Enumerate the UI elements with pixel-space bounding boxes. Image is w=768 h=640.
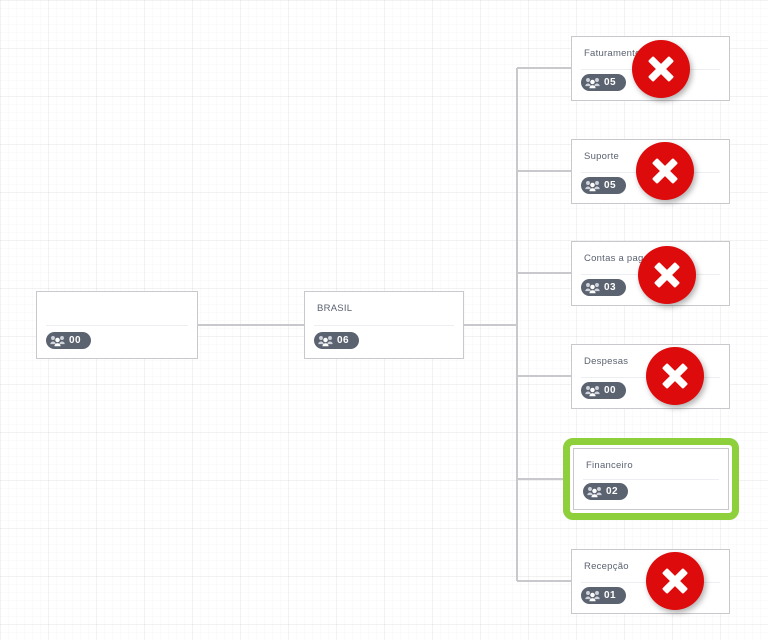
people-group-icon <box>585 282 600 293</box>
recepcao-node-member-badge[interactable]: 01 <box>581 587 626 604</box>
people-group-icon <box>318 335 333 346</box>
recepcao-node-title: Recepção <box>584 561 629 572</box>
root-node-member-count: 00 <box>69 334 81 346</box>
brasil-node-member-count: 06 <box>337 334 349 346</box>
people-group-icon <box>585 77 600 88</box>
people-group-icon <box>585 385 600 396</box>
suporte-node-title: Suporte <box>584 151 620 162</box>
despesas-node-member-badge[interactable]: 00 <box>581 382 626 399</box>
contas-a-pagar-node-member-count: 03 <box>604 281 616 293</box>
financeiro-node[interactable]: Financeiro 02 <box>573 448 729 510</box>
brasil-node[interactable]: BRASIL 06 <box>304 291 464 359</box>
faturamento-node-member-count: 05 <box>604 76 616 88</box>
faturamento-delete-x-circle-icon[interactable] <box>632 40 690 98</box>
people-group-icon <box>587 486 602 497</box>
financeiro-node-member-count: 02 <box>606 485 618 497</box>
financeiro-node-member-badge[interactable]: 02 <box>583 483 628 500</box>
faturamento-node-title: Faturamento <box>584 48 641 59</box>
node-separator <box>583 479 719 480</box>
financeiro-node-selection-highlight[interactable]: Financeiro 02 <box>563 438 739 520</box>
suporte-node-member-count: 05 <box>604 179 616 191</box>
contas-a-pagar-node-title: Contas a pagar <box>584 253 653 264</box>
despesas-delete-x-circle-icon[interactable] <box>646 347 704 405</box>
brasil-node-title: BRASIL <box>317 303 353 314</box>
financeiro-node-title: Financeiro <box>586 460 633 471</box>
root-node-member-badge[interactable]: 00 <box>46 332 91 349</box>
suporte-node-member-badge[interactable]: 05 <box>581 177 626 194</box>
node-separator <box>46 325 188 326</box>
people-group-icon <box>585 180 600 191</box>
faturamento-node-member-badge[interactable]: 05 <box>581 74 626 91</box>
recepcao-node-member-count: 01 <box>604 589 616 601</box>
node-separator <box>314 325 454 326</box>
contas-a-pagar-node-member-badge[interactable]: 03 <box>581 279 626 296</box>
brasil-node-member-badge[interactable]: 06 <box>314 332 359 349</box>
recepcao-delete-x-circle-icon[interactable] <box>646 552 704 610</box>
despesas-node-member-count: 00 <box>604 384 616 396</box>
suporte-delete-x-circle-icon[interactable] <box>636 142 694 200</box>
root-node[interactable]: 00 <box>36 291 198 359</box>
people-group-icon <box>585 590 600 601</box>
contas-a-pagar-delete-x-circle-icon[interactable] <box>638 246 696 304</box>
despesas-node-title: Despesas <box>584 356 629 367</box>
people-group-icon <box>50 335 65 346</box>
